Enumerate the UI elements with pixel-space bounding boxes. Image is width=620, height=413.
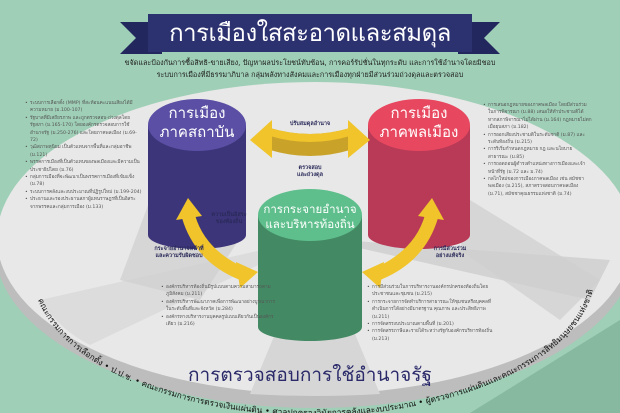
list-item: การเสนอกฎหมายของภาคพลเมือง โดยมีส่วนร่วม… bbox=[483, 102, 592, 132]
subtitle-line-1: ขจัดและป้องกันการซื้อสิทธิ-ขายเสียง, ปัญ… bbox=[124, 58, 496, 67]
label-line: การกระจายอำนาจ bbox=[263, 202, 357, 216]
list-item: การมีส่วนร่วมในการบริหารงานองค์กรปกครองท… bbox=[367, 284, 502, 299]
page-title: การเมืองใสสะอาดและสมดุล bbox=[169, 19, 451, 47]
subtitle-line-2: ระบบการเมืองที่มีธรรมาภิบาล กลุ่มพลังทาง… bbox=[156, 70, 464, 79]
cylinder-institutional bbox=[148, 99, 246, 249]
list-item: การริเริ่มกำหนดกฎหมาย กฎ และนโยบายสาธารณ… bbox=[483, 146, 592, 161]
list-item: พรรคการเมืองที่เป็นตัวแทนของพลเมืองและมี… bbox=[25, 159, 142, 174]
genuine-participation-label: การมีส่วนร่วม อย่างแท้จริง bbox=[420, 246, 480, 260]
delegate-authority-label: กระจายอำนาจหน้าที่ และความรับผิดชอบ bbox=[146, 246, 212, 260]
list-item: องค์กรบริหารท้องถิ่นมีรูปแบบตามความสามาร… bbox=[161, 284, 276, 299]
list-item: ระบบการเลือกตั้ง (MMP) ที่สะท้อนคะแนนเสี… bbox=[25, 100, 142, 115]
list-item: การออกเสียงประชามติในระดับชาติ (ม.87) แล… bbox=[483, 132, 592, 147]
list-item: การจัดสรรภาษีและรายได้ระหว่างรัฐกับองค์ก… bbox=[367, 328, 502, 343]
list-item: กลุ่มการเมืองที่จะพัฒนาเป็นพรรคการเมืองท… bbox=[25, 174, 142, 189]
label-line: การมีส่วนร่วม bbox=[433, 246, 467, 252]
label-line: และบริหารท้องถิ่น bbox=[265, 217, 355, 231]
list-item: วุฒิสภาพหุนิยม เป็นตัวแทนจากพื้นที่และกล… bbox=[25, 144, 142, 159]
list-item: กลไกใหม่ของการเมืองภาคพลเมือง เช่น สมัชช… bbox=[483, 176, 592, 198]
list-item: ระบบการคลังและงบประมาณที่ปฏิรูปใหม่ (ม.1… bbox=[25, 189, 142, 197]
institutional-list: ระบบการเลือกตั้ง (MMP) ที่สะท้อนคะแนนเสี… bbox=[24, 100, 142, 211]
local-autonomy-label: ความเป็นอิสระ ของท้องถิ่น bbox=[204, 212, 254, 226]
list-item: การกระจายการจัดทำบริการสาธารณะให้ชุมชนหร… bbox=[367, 299, 502, 321]
label-line: ของท้องถิ่น bbox=[215, 219, 243, 225]
label-line: ภาคพลเมือง bbox=[379, 123, 459, 141]
local-left-list: องค์กรบริหารท้องถิ่นมีรูปแบบตามความสามาร… bbox=[160, 284, 276, 328]
list-item: การจัดสรรงบประมาณตามพื้นที่ (ม.201) bbox=[367, 321, 502, 329]
list-item: รัฐบาลที่มีเสถียรภาพ และถูกตรวจสอบ-ถ่วงด… bbox=[25, 115, 142, 145]
citizen-list: การเสนอกฎหมายของภาคพลเมือง โดยมีส่วนร่วม… bbox=[482, 102, 592, 198]
list-item: องค์กรบริหารพัฒนาภาคเพื่อการพัฒนาอย่างบู… bbox=[161, 299, 276, 314]
banner bbox=[148, 14, 472, 52]
background-shape bbox=[470, 320, 620, 413]
label-line: ภาคสถาบัน bbox=[159, 123, 235, 141]
shadow bbox=[460, 200, 600, 320]
list-item: ประธานและรองประธานสภาผู้แทนราษฎรที่เป็นอ… bbox=[25, 196, 142, 211]
check-balance-label: ตรวจสอบ และถ่วงดุล bbox=[270, 165, 350, 179]
institutional-politics-label: การเมือง ภาคสถาบัน bbox=[148, 104, 246, 142]
left-curved-arrow bbox=[176, 198, 258, 288]
list-item: การถอดถอนผู้ดำรงตำแหน่งทางการเมืองและเจ้… bbox=[483, 161, 592, 176]
label-line: อย่างแท้จริง bbox=[435, 253, 465, 259]
balance-power-label: ปรับสมดุลอำนาจ bbox=[289, 121, 331, 127]
label-line: ตรวจสอบ bbox=[298, 165, 322, 171]
local-right-list: การมีส่วนร่วมในการบริหารงานองค์กรปกครองท… bbox=[366, 284, 502, 343]
label-line: การเมือง bbox=[390, 104, 448, 122]
label-line: ความเป็นอิสระ bbox=[211, 212, 247, 218]
balance-arrow bbox=[250, 120, 370, 158]
label-line: และความรับผิดชอบ bbox=[155, 253, 203, 259]
citizen-politics-label: การเมือง ภาคพลเมือง bbox=[368, 104, 470, 142]
decentralization-label: การกระจายอำนาจ และบริหารท้องถิ่น bbox=[262, 202, 358, 232]
label-line: และถ่วงดุล bbox=[297, 172, 323, 178]
label-line: กระจายอำนาจหน้าที่ bbox=[154, 246, 204, 252]
state-power-audit-title: การตรวจสอบการใช้อำนาจรัฐ bbox=[188, 364, 432, 386]
right-curved-arrow bbox=[362, 198, 444, 288]
label-line: การเมือง bbox=[168, 104, 226, 122]
list-item: องค์กรทางบริหารงานบุคคลรูปแบบเดียวกันเป็… bbox=[161, 314, 276, 329]
